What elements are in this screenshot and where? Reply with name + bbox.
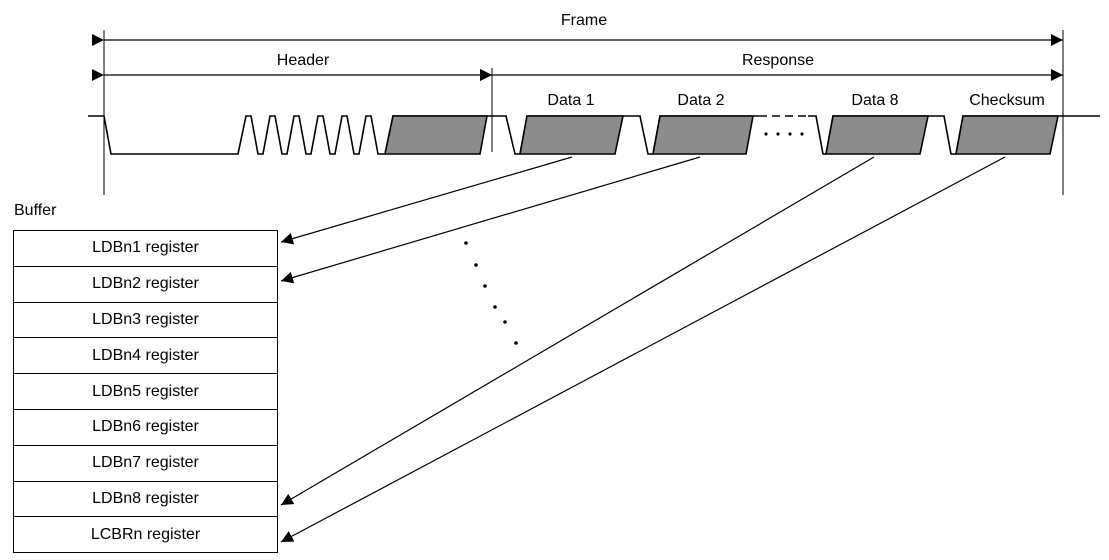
register-row-ldbn1: LDBn1 register (14, 231, 277, 267)
register-row-ldbn4: LDBn4 register (14, 338, 277, 375)
checksum-label: Checksum (969, 92, 1045, 109)
data2-field (652, 115, 754, 155)
checksum-to-lcbrn-arrow (280, 156, 1006, 543)
header-field (384, 115, 488, 155)
register-row-ldbn3: LDBn3 register (14, 303, 277, 339)
data1-field (519, 115, 624, 155)
data2-to-ldbn2-arrow (280, 156, 701, 284)
register-row-ldbn2: LDBn2 register (14, 267, 277, 303)
register-row-ldbn7: LDBn7 register (14, 446, 277, 482)
data-ellipsis-dots (764, 132, 804, 136)
frame-label: Frame (560, 12, 608, 29)
data1-label: Data 1 (547, 92, 595, 109)
register-row-ldbn5: LDBn5 register (14, 374, 277, 410)
checksum-field (955, 115, 1059, 155)
data8-label: Data 8 (851, 92, 899, 109)
data8-to-ldbn8-arrow (280, 156, 875, 506)
data8-field (825, 115, 929, 155)
buffer-register-table: LDBn1 register LDBn2 register LDBn3 regi… (13, 230, 278, 554)
response-label: Response (741, 52, 815, 69)
buffer-ellipsis-dots (464, 241, 518, 345)
header-label: Header (276, 52, 330, 69)
data2-label: Data 2 (677, 92, 725, 109)
register-row-ldbn8: LDBn8 register (14, 482, 277, 518)
register-row-lcbrn: LCBRn register (14, 517, 277, 554)
data1-to-ldbn1-arrow (280, 156, 573, 245)
register-row-ldbn6: LDBn6 register (14, 410, 277, 446)
buffer-label: Buffer (14, 202, 57, 219)
